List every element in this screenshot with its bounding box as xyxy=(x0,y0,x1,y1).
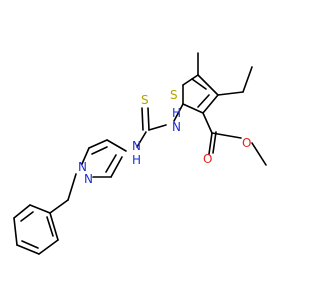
amide-right-n-label: N xyxy=(172,120,181,134)
ester-carbonyl-oxygen-label: O xyxy=(203,152,212,166)
pyrazole-n2-label: N xyxy=(84,172,93,186)
amide-left-h-label: H xyxy=(132,153,141,167)
amide-right-h-label: H xyxy=(172,106,181,120)
methyl-ester-group xyxy=(202,112,267,166)
pyrazole-n1-label: N xyxy=(78,160,87,174)
thiophene-ring xyxy=(182,74,219,114)
thione-sulfur-label: S xyxy=(141,93,149,107)
alkyl-substituents xyxy=(197,52,253,96)
thiophene-sulfur-label: S xyxy=(170,88,178,102)
pyrazole-ring xyxy=(81,139,127,178)
molecule-canvas: S S H N N H N N O O xyxy=(13,52,267,255)
ester-methoxy-oxygen-label: O xyxy=(242,136,251,150)
molecule-structure: S S H N N H N N O O xyxy=(13,52,267,255)
amide-left-n-label: N xyxy=(132,139,141,153)
benzyl-group xyxy=(13,173,77,255)
thiourea-linker xyxy=(136,103,184,148)
